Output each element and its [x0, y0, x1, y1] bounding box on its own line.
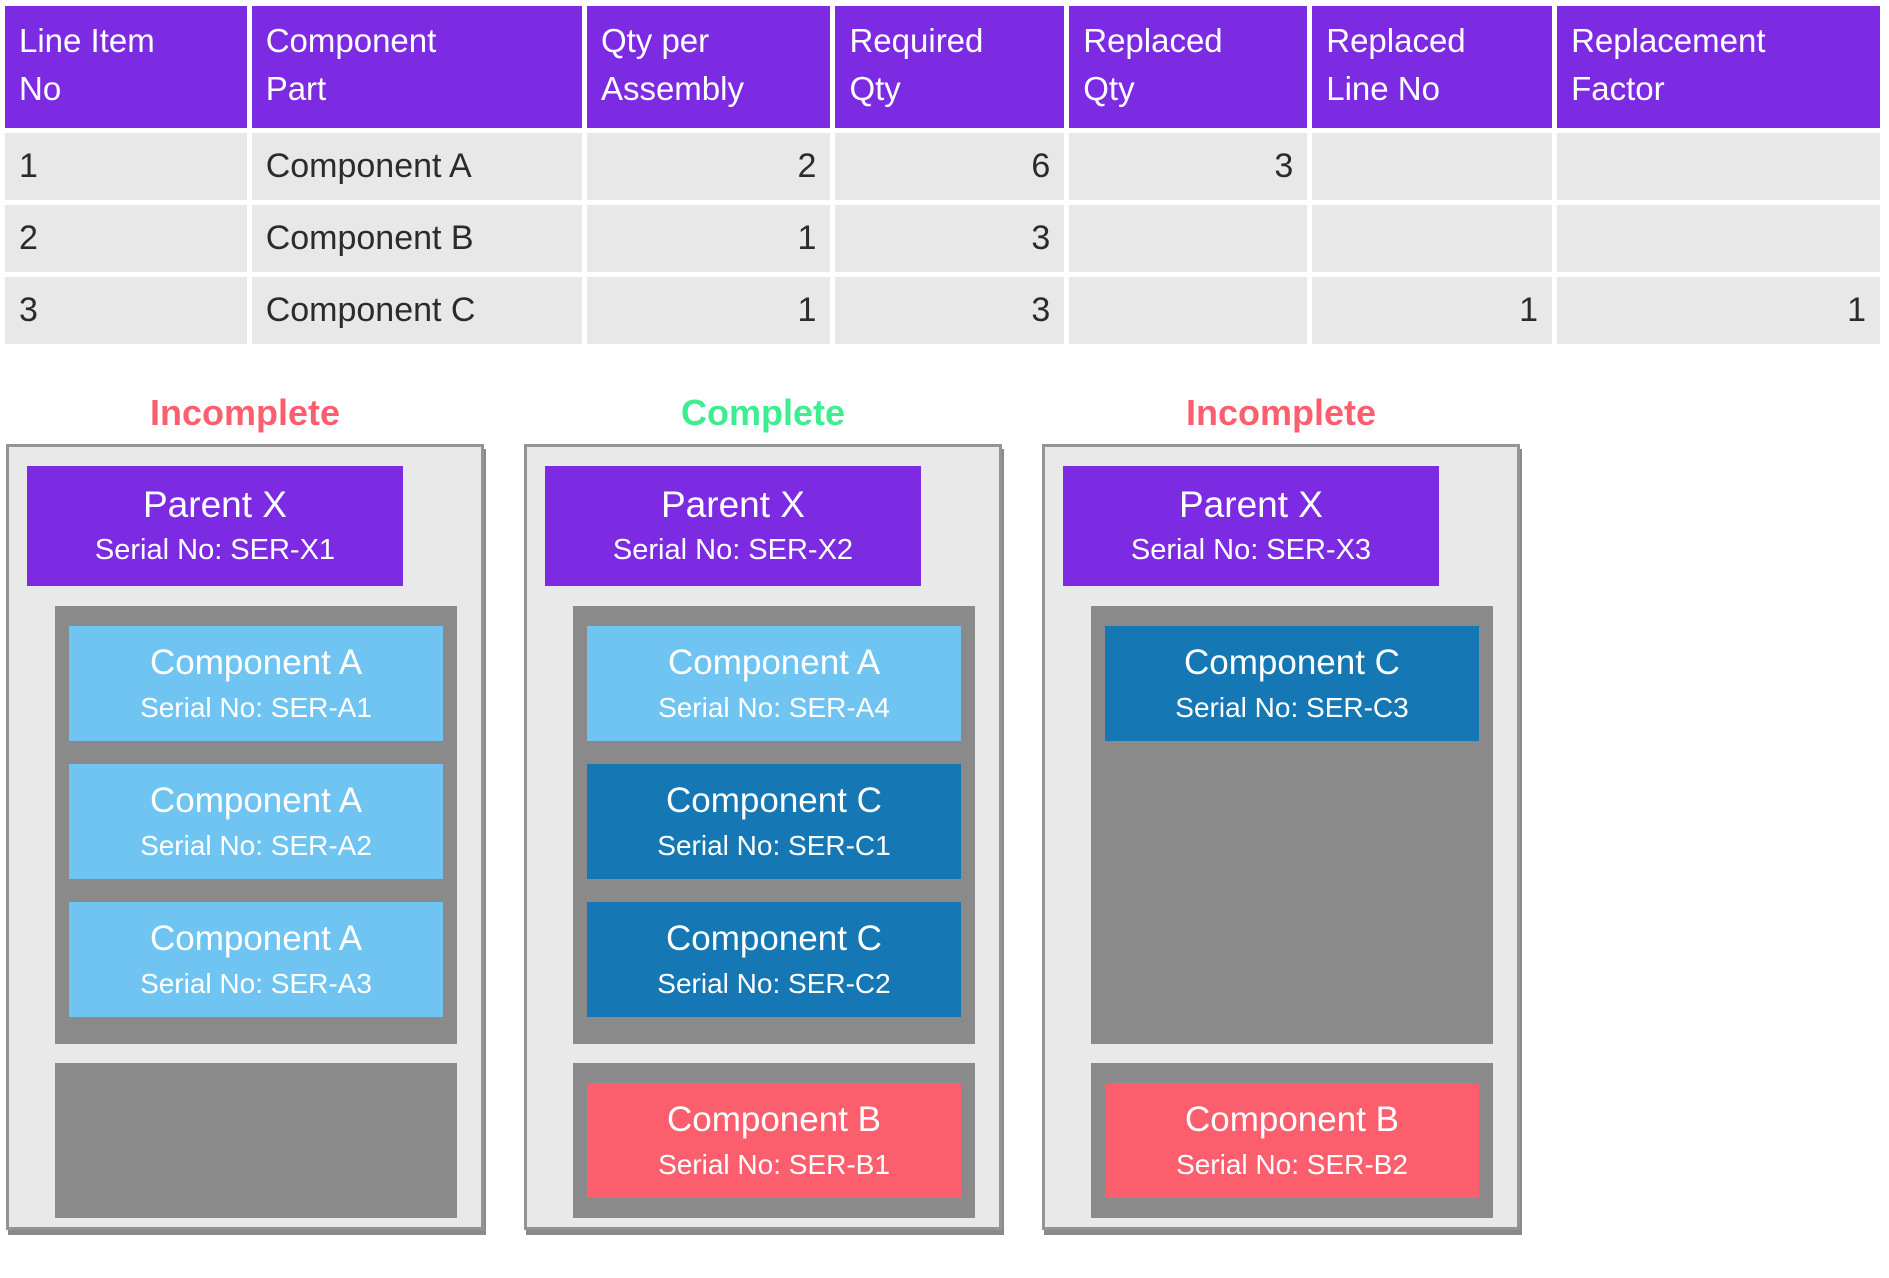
- parent-box: Parent X Serial No: SER-X3: [1063, 466, 1439, 586]
- component-box: Component A Serial No: SER-A1: [69, 626, 443, 741]
- cell-replaced-line-no: 1: [1312, 277, 1553, 344]
- cell-required-qty: 3: [835, 205, 1065, 272]
- assembly-panel-ser-x1: Incomplete Parent X Serial No: SER-X1 Co…: [6, 391, 484, 1230]
- component-box: Component B Serial No: SER-B2: [1105, 1083, 1479, 1198]
- component-name: Component B: [666, 1100, 882, 1139]
- column-header-line-item-no: Line Item No: [5, 6, 247, 128]
- cell-component-part: Component A: [251, 133, 582, 200]
- parent-name: Parent X: [143, 484, 287, 525]
- cell-qty-per-assembly: 1: [586, 205, 831, 272]
- component-box: Component A Serial No: SER-A2: [69, 764, 443, 879]
- parent-serial: Serial No: SER-X3: [1130, 534, 1372, 566]
- column-header-replaced-line-no: Replaced Line No: [1312, 6, 1553, 128]
- parent-serial: Serial No: SER-X2: [612, 534, 854, 566]
- component-box: Component C Serial No: SER-C2: [587, 902, 961, 1017]
- column-header-qty-per-assembly: Qty per Assembly: [586, 6, 831, 128]
- parent-serial: Serial No: SER-X1: [94, 534, 336, 566]
- status-label: Incomplete: [1185, 392, 1377, 433]
- assembly-panels: Incomplete Parent X Serial No: SER-X1 Co…: [6, 391, 1889, 1230]
- parent-name: Parent X: [1179, 484, 1323, 525]
- component-box: Component C Serial No: SER-C3: [1105, 626, 1479, 741]
- cell-required-qty: 6: [835, 133, 1065, 200]
- assembly-panel-ser-x3: Incomplete Parent X Serial No: SER-X3 Co…: [1042, 391, 1520, 1230]
- cell-qty-per-assembly: 2: [586, 133, 831, 200]
- status-label: Complete: [680, 392, 846, 433]
- component-box: Component A Serial No: SER-A4: [587, 626, 961, 741]
- cell-replacement-factor: [1557, 133, 1880, 200]
- cell-replaced-line-no: [1312, 133, 1553, 200]
- table-header-row: Line Item No Component Part Qty per Asse…: [5, 6, 1880, 128]
- component-serial: Serial No: SER-C1: [657, 830, 891, 861]
- cell-replacement-factor: [1557, 205, 1880, 272]
- cell-component-part: Component B: [251, 205, 582, 272]
- component-serial: Serial No: SER-C2: [657, 968, 891, 999]
- component-group-empty: [55, 1063, 457, 1218]
- component-serial: Serial No: SER-B2: [1176, 1149, 1408, 1180]
- cell-replaced-qty: [1069, 205, 1308, 272]
- component-serial: Serial No: SER-A4: [658, 692, 890, 723]
- component-group: Component A Serial No: SER-A4 Component …: [573, 606, 975, 1044]
- line-items-table: Line Item No Component Part Qty per Asse…: [0, 1, 1885, 349]
- table-row: 3 Component C 1 3 1 1: [5, 277, 1880, 344]
- component-box: Component A Serial No: SER-A3: [69, 902, 443, 1017]
- cell-line-item-no: 2: [5, 205, 247, 272]
- component-group: Component A Serial No: SER-A1 Component …: [55, 606, 457, 1044]
- column-header-component-part: Component Part: [251, 6, 582, 128]
- cell-required-qty: 3: [835, 277, 1065, 344]
- parent-box: Parent X Serial No: SER-X1: [27, 466, 403, 586]
- component-serial: Serial No: SER-C3: [1175, 692, 1409, 723]
- component-serial: Serial No: SER-A3: [140, 968, 372, 999]
- cell-replaced-qty: [1069, 277, 1308, 344]
- component-name: Component A: [149, 781, 363, 820]
- cell-component-part: Component C: [251, 277, 582, 344]
- table-row: 2 Component B 1 3: [5, 205, 1880, 272]
- assembly-box: Parent X Serial No: SER-X1 Component A S…: [6, 444, 484, 1230]
- cell-replaced-line-no: [1312, 205, 1553, 272]
- component-serial: Serial No: SER-A1: [140, 692, 372, 723]
- component-serial: Serial No: SER-B1: [658, 1149, 890, 1180]
- component-name: Component C: [666, 919, 882, 958]
- component-name: Component C: [666, 781, 882, 820]
- status-label: Incomplete: [149, 392, 341, 433]
- column-header-required-qty: Required Qty: [835, 6, 1065, 128]
- component-serial: Serial No: SER-A2: [140, 830, 372, 861]
- column-header-replaced-qty: Replaced Qty: [1069, 6, 1308, 128]
- cell-line-item-no: 3: [5, 277, 247, 344]
- table-row: 1 Component A 2 6 3: [5, 133, 1880, 200]
- cell-replaced-qty: 3: [1069, 133, 1308, 200]
- component-name: Component A: [149, 643, 363, 682]
- component-box: Component C Serial No: SER-C1: [587, 764, 961, 879]
- component-name: Component C: [1184, 643, 1400, 682]
- parent-box: Parent X Serial No: SER-X2: [545, 466, 921, 586]
- cell-replacement-factor: 1: [1557, 277, 1880, 344]
- column-header-replacement-factor: Replacement Factor: [1557, 6, 1880, 128]
- component-box: Component B Serial No: SER-B1: [587, 1083, 961, 1198]
- component-name: Component B: [1184, 1100, 1400, 1139]
- assembly-box: Parent X Serial No: SER-X2 Component A S…: [524, 444, 1002, 1230]
- component-name: Component A: [667, 643, 881, 682]
- component-group: Component C Serial No: SER-C3: [1091, 606, 1493, 1044]
- component-name: Component A: [149, 919, 363, 958]
- parent-name: Parent X: [661, 484, 805, 525]
- cell-qty-per-assembly: 1: [586, 277, 831, 344]
- component-group: Component B Serial No: SER-B1: [573, 1063, 975, 1218]
- cell-line-item-no: 1: [5, 133, 247, 200]
- assembly-box: Parent X Serial No: SER-X3 Component C S…: [1042, 444, 1520, 1230]
- assembly-panel-ser-x2: Complete Parent X Serial No: SER-X2 Comp…: [524, 391, 1002, 1230]
- component-group: Component B Serial No: SER-B2: [1091, 1063, 1493, 1218]
